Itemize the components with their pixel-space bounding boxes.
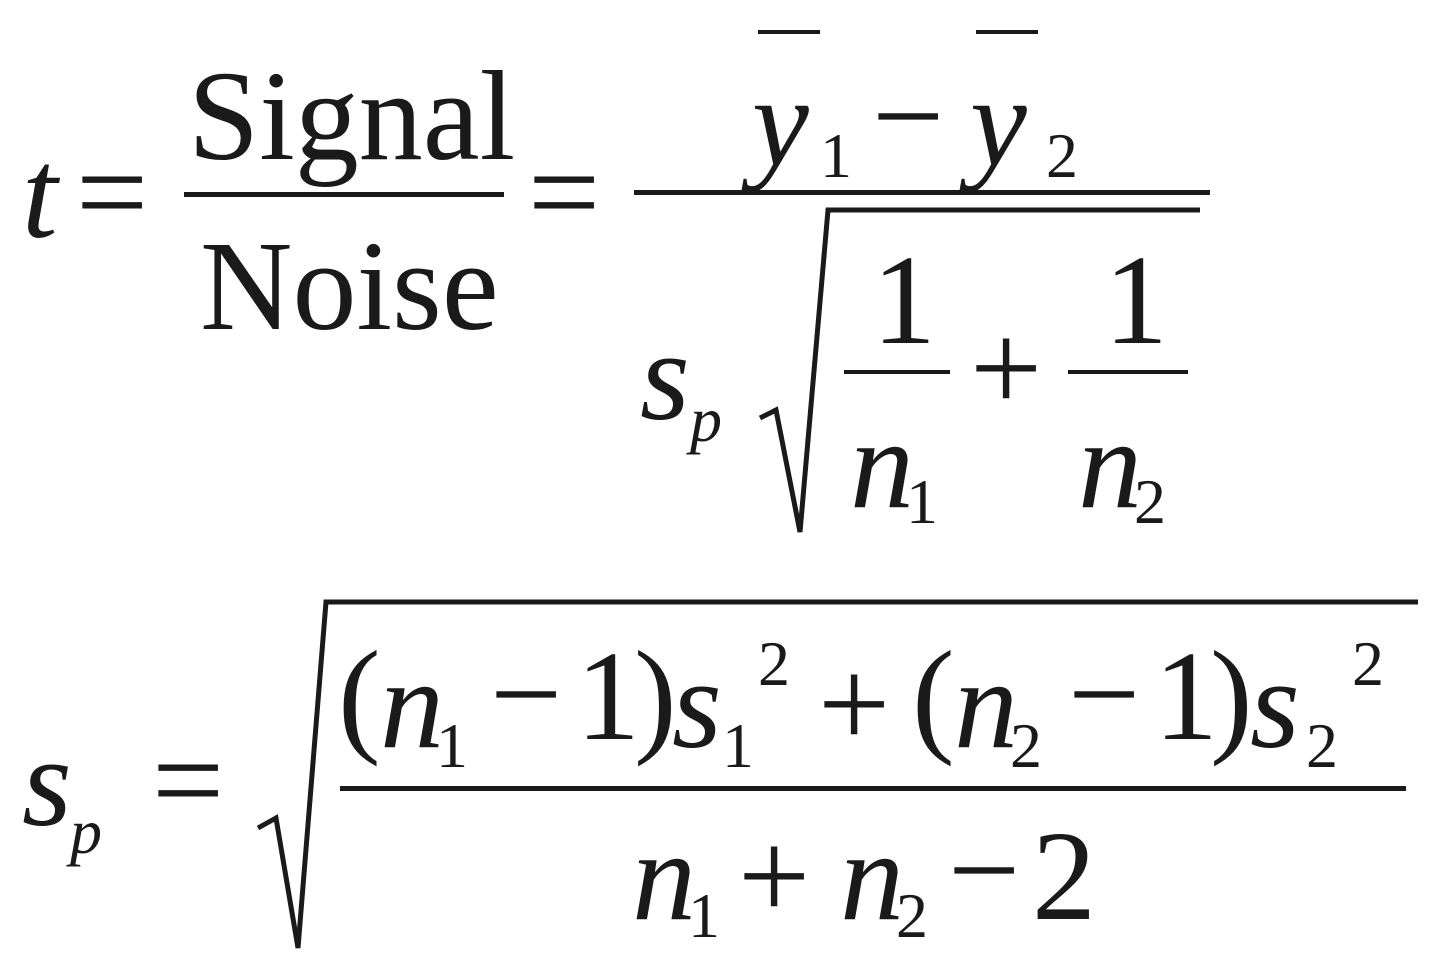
n1-subscript: 1 <box>906 466 938 537</box>
sp-p-subscript: p <box>690 384 722 455</box>
right-paren-2: ) <box>1210 625 1253 767</box>
n1-subscript-denominator: 1 <box>688 880 720 951</box>
right-paren-1: ) <box>634 625 677 767</box>
sp-s-variable: s <box>640 305 690 447</box>
fraction-bar-1-over-n2 <box>1068 370 1188 374</box>
s1-variable: s <box>672 633 722 775</box>
minus-sign-1: − <box>490 623 563 765</box>
s1-squared-exponent: 2 <box>758 628 790 699</box>
one-1: 1 <box>576 625 640 767</box>
one-numerator-b: 1 <box>1104 229 1168 371</box>
equals-sign-1: = <box>76 121 149 263</box>
y2-subscript: 2 <box>1046 120 1078 191</box>
signal-text: Signal <box>188 45 516 187</box>
n1-variable: n <box>850 393 914 535</box>
n1-variable-denominator: n <box>632 805 696 947</box>
n2-variable-numerator: n <box>954 633 1018 775</box>
plus-sign-numerator: + <box>818 633 891 775</box>
sp-lhs-s-variable: s <box>22 711 72 853</box>
s1-subscript: 1 <box>722 710 754 781</box>
fraction-bar-main <box>634 190 1210 195</box>
s2-subscript: 2 <box>1306 710 1338 781</box>
n1-variable-numerator: n <box>380 633 444 775</box>
fraction-bar-pooled <box>340 786 1406 791</box>
n2-subscript-denominator: 2 <box>896 880 928 951</box>
sp-lhs-p-subscript: p <box>70 796 102 867</box>
n2-variable-denominator: n <box>840 805 904 947</box>
n1-subscript-numerator: 1 <box>436 710 468 781</box>
minus-sign-denominator: − <box>948 799 1021 941</box>
one-2: 1 <box>1154 625 1218 767</box>
left-paren-1: ( <box>338 625 381 767</box>
s2-variable: s <box>1250 633 1300 775</box>
overbar-y2 <box>976 30 1038 34</box>
s2-squared-exponent: 2 <box>1352 628 1384 699</box>
equals-sign-2: = <box>528 121 601 263</box>
y1-subscript: 1 <box>820 120 852 191</box>
n2-variable: n <box>1078 393 1142 535</box>
overbar-y1 <box>758 30 820 34</box>
plus-sign-denominator: + <box>970 297 1043 439</box>
noise-text: Noise <box>200 215 499 357</box>
fraction-bar-1-over-n1 <box>844 370 950 374</box>
n2-subscript: 2 <box>1134 466 1166 537</box>
one-numerator-a: 1 <box>872 229 936 371</box>
left-paren-2: ( <box>912 625 955 767</box>
n2-subscript-numerator: 2 <box>1010 710 1042 781</box>
y2-variable: y <box>970 51 1027 193</box>
equals-sign-3: = <box>152 709 225 851</box>
t-variable: t <box>22 123 58 265</box>
minus-sign-numerator: − <box>872 45 945 187</box>
y1-variable: y <box>752 51 809 193</box>
fraction-bar-signal-noise <box>184 192 504 197</box>
plus-sign-denominator-2: + <box>738 805 811 947</box>
minus-sign-2: − <box>1068 623 1141 765</box>
two-denominator: 2 <box>1032 805 1096 947</box>
